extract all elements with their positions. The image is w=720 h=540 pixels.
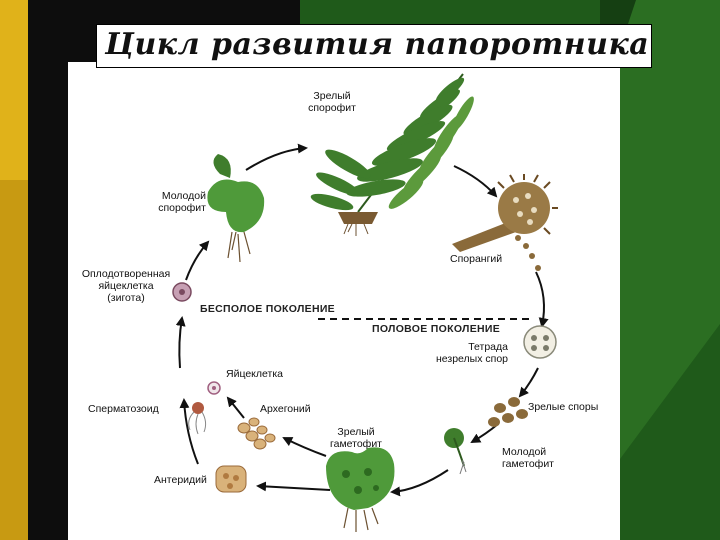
label-young-gametophyte: Молодой гаметофит (502, 446, 554, 470)
arrow-zygote-to-young-sporophyte (185, 240, 210, 281)
label-sperm: Сперматозоид (88, 403, 159, 415)
mature-gametophyte-illustration (326, 447, 395, 532)
label-egg: Яйцеклетка (226, 368, 283, 380)
label-asexual-generation: БЕСПОЛОЕ ПОКОЛЕНИЕ (200, 303, 335, 315)
label-mature-gametophyte: Зрелый гаметофит (330, 426, 382, 450)
sporangium-illustration (452, 174, 558, 271)
label-tetrad: Тетрада незрелых спор (435, 341, 508, 365)
arrow-sperm-to-zygote (175, 316, 186, 369)
label-archegonium: Архегоний (260, 403, 311, 415)
antheridium-illustration (215, 465, 247, 493)
page-title: Цикл развития папоротника (105, 27, 650, 62)
tetrad-illustration (523, 325, 557, 359)
background-yellow-strip (0, 0, 28, 540)
arrow-archegonium-to-egg (226, 396, 245, 419)
label-zygote: Оплодотворенная яйцеклетка (зигота) (81, 268, 171, 304)
egg-illustration (207, 381, 221, 395)
arrow-gametophyte-to-antheridium (256, 481, 331, 492)
young-sporophyte-illustration (207, 154, 265, 263)
label-antheridium: Антеридий (154, 474, 207, 486)
label-sporangium: Спорангий (450, 253, 503, 265)
label-mature-sporophyte: Зрелый спорофит (308, 90, 356, 114)
arrow-young-to-mature-sporophyte (245, 143, 308, 171)
archegonium-illustration (237, 417, 276, 450)
arrow-tetrad-to-spores (518, 367, 539, 398)
title-box: Цикл развития папоротника (96, 24, 652, 68)
label-young-sporophyte: Молодой спорофит (158, 190, 206, 214)
arrow-gametophyte-to-archegonium (282, 437, 327, 457)
young-gametophyte-illustration (444, 428, 467, 475)
sperm-illustration (188, 402, 207, 435)
arrow-sporophyte-to-sporangium (453, 165, 498, 198)
label-sexual-generation: ПОЛОВОЕ ПОКОЛЕНИЕ (372, 323, 501, 335)
arrow-antheridium-to-sperm (179, 398, 199, 465)
arrow-young-to-mature-gametophyte (390, 469, 449, 497)
zygote-illustration (172, 282, 192, 302)
mature-sporophyte-illustration (310, 73, 474, 236)
arrow-sporangium-to-tetrad (535, 271, 549, 328)
cycle-arrows (175, 143, 549, 497)
mature-spores-illustration (488, 397, 528, 427)
label-mature-spores: Зрелые споры (528, 401, 599, 413)
fern-cycle-diagram (172, 73, 558, 532)
